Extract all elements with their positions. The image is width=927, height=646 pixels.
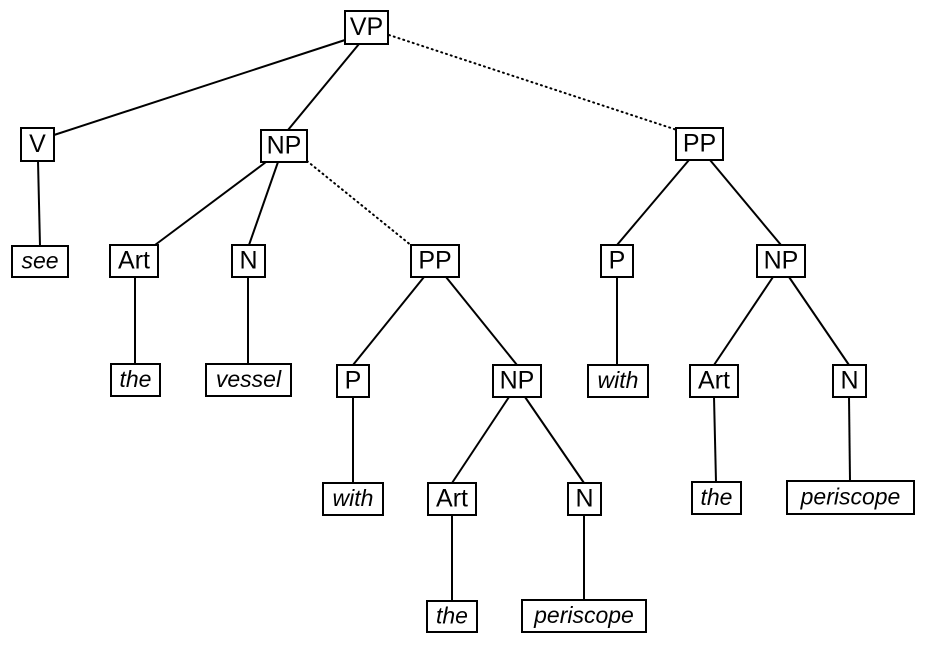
category-node-vp[interactable]: VP <box>344 10 389 45</box>
node-box-p_mid <box>336 364 370 398</box>
node-box-n1 <box>231 244 266 278</box>
node-box-p_right <box>600 244 634 278</box>
node-box-pp_mid <box>410 244 460 278</box>
node-label-pp_mid: PP <box>418 247 451 275</box>
node-label-n_mid: N <box>575 485 593 513</box>
tree-edge-np1-to-pp_mid <box>306 160 413 247</box>
category-node-art_mid[interactable]: Art <box>427 482 477 516</box>
tree-edge-pp_mid-to-p_mid <box>352 276 425 366</box>
node-label-see: see <box>21 248 58 274</box>
node-label-p_right: P <box>609 247 626 275</box>
tree-edge-art_right-to-the_r <box>713 396 717 483</box>
category-node-p_mid[interactable]: P <box>336 364 370 398</box>
node-label-np_mid: NP <box>500 367 535 395</box>
node-box-vp <box>344 10 389 45</box>
tree-edge-np1-to-art1 <box>154 161 267 246</box>
category-node-n1[interactable]: N <box>231 244 266 278</box>
leaf-node-the1[interactable]: the <box>110 363 161 397</box>
node-box-vessel <box>205 363 292 397</box>
leaf-node-see[interactable]: see <box>11 245 69 278</box>
leaf-node-vessel[interactable]: vessel <box>205 363 292 397</box>
node-label-n_right: N <box>840 367 858 395</box>
node-label-p_mid: P <box>345 367 362 395</box>
tree-edge-np_mid-to-art_mid <box>451 396 510 484</box>
node-box-n_mid <box>567 482 602 516</box>
tree-edge-n_right-to-peri_r <box>848 396 851 482</box>
node-label-peri_m: periscope <box>533 602 634 628</box>
node-box-art1 <box>109 244 159 278</box>
tree-edge-np_right-to-n_right <box>788 276 850 366</box>
node-label-with_m: with <box>333 485 374 511</box>
node-box-with_r <box>587 364 649 398</box>
tree-edge-vp-to-v <box>53 39 346 136</box>
node-box-art_right <box>689 364 739 398</box>
node-label-vessel: vessel <box>216 366 282 392</box>
node-box-n_right <box>832 364 867 398</box>
tree-edge-v-to-see <box>37 160 41 247</box>
node-box-the1 <box>110 363 161 397</box>
node-box-the_r <box>691 481 742 515</box>
node-label-n1: N <box>239 247 257 275</box>
tree-edge-vp-to-pp_right <box>388 34 678 131</box>
tree-edge-pp_mid-to-np_mid <box>445 276 518 366</box>
tree-edge-pp_right-to-p_right <box>616 159 690 246</box>
leaf-node-the_r[interactable]: the <box>691 481 742 515</box>
tree-edge-vp-to-np1 <box>287 43 360 131</box>
node-label-peri_r: periscope <box>800 484 901 510</box>
category-node-n_right[interactable]: N <box>832 364 867 398</box>
node-box-np1 <box>260 129 308 163</box>
leaf-node-with_m[interactable]: with <box>322 482 384 516</box>
node-box-v <box>20 127 55 162</box>
node-label-pp_right: PP <box>683 130 716 158</box>
category-node-p_right[interactable]: P <box>600 244 634 278</box>
category-node-art1[interactable]: Art <box>109 244 159 278</box>
node-box-see <box>11 245 69 278</box>
node-box-np_mid <box>492 364 542 398</box>
node-label-with_r: with <box>598 367 639 393</box>
node-label-the_m: the <box>436 603 468 629</box>
node-box-the_m <box>426 600 478 633</box>
leaf-node-with_r[interactable]: with <box>587 364 649 398</box>
node-label-the1: the <box>120 366 152 392</box>
node-box-np_right <box>756 244 806 278</box>
node-label-vp: VP <box>350 13 383 41</box>
node-box-pp_right <box>675 127 724 161</box>
category-node-np_mid[interactable]: NP <box>492 364 542 398</box>
category-node-np1[interactable]: NP <box>260 129 308 163</box>
node-label-np1: NP <box>267 132 302 160</box>
node-label-art_right: Art <box>698 367 730 395</box>
node-label-the_r: the <box>701 484 733 510</box>
tree-edge-np_right-to-art_right <box>713 276 774 366</box>
category-node-np_right[interactable]: NP <box>756 244 806 278</box>
node-box-with_m <box>322 482 384 516</box>
node-box-peri_m <box>521 599 647 633</box>
category-node-v[interactable]: V <box>20 127 55 162</box>
node-label-art1: Art <box>118 247 150 275</box>
category-node-n_mid[interactable]: N <box>567 482 602 516</box>
node-box-peri_r <box>786 480 915 515</box>
node-label-np_right: NP <box>764 247 799 275</box>
edge-layer <box>37 34 851 601</box>
leaf-node-the_m[interactable]: the <box>426 600 478 633</box>
category-node-art_right[interactable]: Art <box>689 364 739 398</box>
tree-edge-pp_right-to-np_right <box>709 159 782 246</box>
node-label-v: V <box>29 130 46 158</box>
node-label-art_mid: Art <box>436 485 468 513</box>
category-node-pp_right[interactable]: PP <box>675 127 724 161</box>
leaf-node-peri_m[interactable]: periscope <box>521 599 647 633</box>
tree-edge-np_mid-to-n_mid <box>524 396 585 484</box>
category-node-pp_mid[interactable]: PP <box>410 244 460 278</box>
node-box-art_mid <box>427 482 477 516</box>
tree-edge-np1-to-n1 <box>248 161 279 246</box>
leaf-node-peri_r[interactable]: periscope <box>786 480 915 515</box>
